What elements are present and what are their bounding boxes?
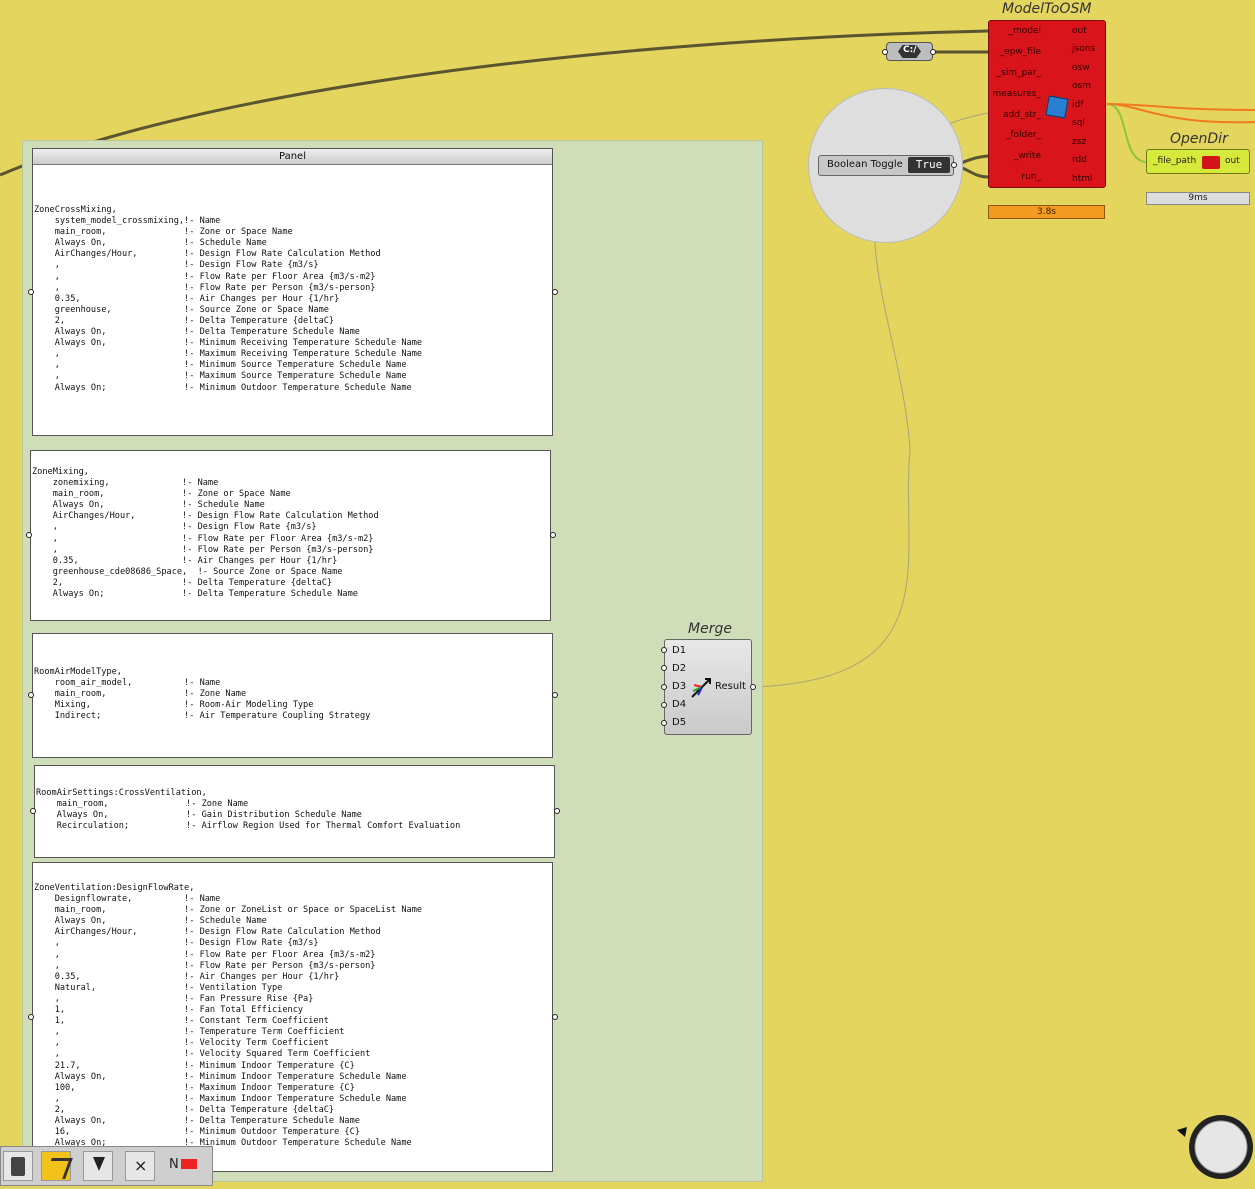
grip[interactable] <box>661 684 667 690</box>
panel-text: ZoneVentilation:DesignFlowRate, Designfl… <box>34 883 423 1149</box>
input-epw-file[interactable]: _epw_file <box>999 47 1041 57</box>
bake-tool-icon[interactable] <box>83 1151 113 1181</box>
input-sim-par[interactable]: _sim_par_ <box>996 68 1041 78</box>
merge-input-d4[interactable]: D4 <box>672 699 687 710</box>
grip[interactable] <box>661 647 667 653</box>
canvas-navigation-compass-icon[interactable] <box>1175 1105 1255 1185</box>
panel-output-grip[interactable] <box>552 289 558 295</box>
merge-input-d3[interactable]: D3 <box>672 681 687 692</box>
panel-input-grip[interactable] <box>30 808 36 814</box>
input-measures[interactable]: measures_ <box>992 89 1041 99</box>
merge-input-d5[interactable]: D5 <box>672 717 687 728</box>
output-osw[interactable]: osw <box>1072 63 1090 73</box>
output-out[interactable]: out <box>1072 26 1087 36</box>
panel-zone-mixing[interactable]: ZoneMixing, zonemixing, !- Name main_roo… <box>30 450 551 621</box>
file-path-param[interactable]: C:/ <box>886 42 933 61</box>
panel-tool-icon[interactable] <box>3 1151 33 1181</box>
folder-icon <box>1202 156 1220 169</box>
input-folder[interactable]: _folder_ <box>1005 130 1041 140</box>
panel-input-grip[interactable] <box>28 1014 34 1020</box>
output-zsz[interactable]: zsz <box>1072 137 1087 147</box>
merge-input-d1[interactable]: D1 <box>672 645 687 656</box>
output-html[interactable]: html <box>1072 174 1093 184</box>
merge-output-result[interactable]: Result <box>715 681 746 692</box>
toggle-label: Boolean Toggle <box>827 159 903 170</box>
input-model[interactable]: _model <box>1008 26 1041 36</box>
merge-component[interactable]: D1 D2 D3 D4 D5 Result <box>664 639 752 735</box>
input-write[interactable]: _write <box>1013 151 1041 161</box>
panel-output-grip[interactable] <box>552 692 558 698</box>
merge-title: Merge <box>688 621 732 637</box>
grip[interactable] <box>661 720 667 726</box>
output-jsons[interactable]: jsons <box>1072 44 1096 54</box>
panel-zone-cross-mixing[interactable]: Panel ZoneCrossMixing, system_model_cros… <box>32 148 553 436</box>
grip[interactable] <box>661 665 667 671</box>
input-add-str[interactable]: add_str_ <box>1003 110 1041 120</box>
panel-input-grip[interactable] <box>26 532 32 538</box>
wire-idf-opendir <box>1106 103 1147 163</box>
merge-input-d2[interactable]: D2 <box>672 663 687 674</box>
grip[interactable] <box>930 49 936 55</box>
open-dir-component[interactable]: _file_path out <box>1146 149 1250 174</box>
model-to-osm-component[interactable]: _model _epw_file _sim_par_ measures_ add… <box>988 20 1106 188</box>
panel-room-air-settings[interactable]: RoomAirSettings:CrossVentilation, main_r… <box>34 765 555 858</box>
panel-room-air-model-type[interactable]: RoomAirModelType, room_air_model, !- Nam… <box>32 633 553 758</box>
panel-text: ZoneCrossMixing, system_model_crossmixin… <box>34 205 423 393</box>
grip[interactable] <box>661 702 667 708</box>
toggle-value[interactable]: True <box>908 157 950 173</box>
open-dir-timer: 9ms <box>1146 192 1250 205</box>
panel-input-grip[interactable] <box>28 692 34 698</box>
open-dir-input[interactable]: _file_path <box>1153 156 1197 166</box>
merge-icon <box>691 678 711 698</box>
model-to-osm-timer: 3.8s <box>988 205 1105 219</box>
panel-header[interactable]: Panel <box>33 149 552 165</box>
null-tool-icon[interactable]: N <box>167 1151 197 1181</box>
wire-osm-orange <box>1106 103 1255 111</box>
grip[interactable] <box>750 684 756 690</box>
file-path-label: C:/ <box>903 45 917 55</box>
bottom-toolbar: × N <box>0 1146 213 1186</box>
wire-idf-orange <box>1106 103 1255 124</box>
boolean-toggle[interactable]: Boolean Toggle True <box>818 155 954 176</box>
open-dir-output[interactable]: out <box>1225 156 1240 166</box>
output-sql[interactable]: sql <box>1072 118 1085 128</box>
panel-output-grip[interactable] <box>550 532 556 538</box>
panel-text: ZoneMixing, zonemixing, !- Name main_roo… <box>32 467 379 600</box>
close-tool-icon[interactable]: × <box>125 1151 155 1181</box>
model-to-osm-title: ModelToOSM <box>1002 1 1092 17</box>
panel-zone-ventilation[interactable]: ZoneVentilation:DesignFlowRate, Designfl… <box>32 862 553 1172</box>
panel-text: RoomAirSettings:CrossVentilation, main_r… <box>36 788 461 832</box>
panel-output-grip[interactable] <box>554 808 560 814</box>
output-osm[interactable]: osm <box>1072 81 1091 91</box>
openstudio-logo-icon <box>1045 95 1069 119</box>
grip[interactable] <box>882 49 888 55</box>
panel-output-grip[interactable] <box>552 1014 558 1020</box>
wires-tool-icon[interactable] <box>41 1151 73 1181</box>
panel-text: RoomAirModelType, room_air_model, !- Nam… <box>34 667 371 722</box>
input-run[interactable]: run_ <box>1021 172 1041 182</box>
output-rdd[interactable]: rdd <box>1072 155 1087 165</box>
open-dir-title: OpenDir <box>1170 131 1228 147</box>
grip[interactable] <box>951 162 957 168</box>
file-path-icon <box>898 45 921 58</box>
panel-input-grip[interactable] <box>28 289 34 295</box>
output-idf[interactable]: idf <box>1072 100 1084 110</box>
